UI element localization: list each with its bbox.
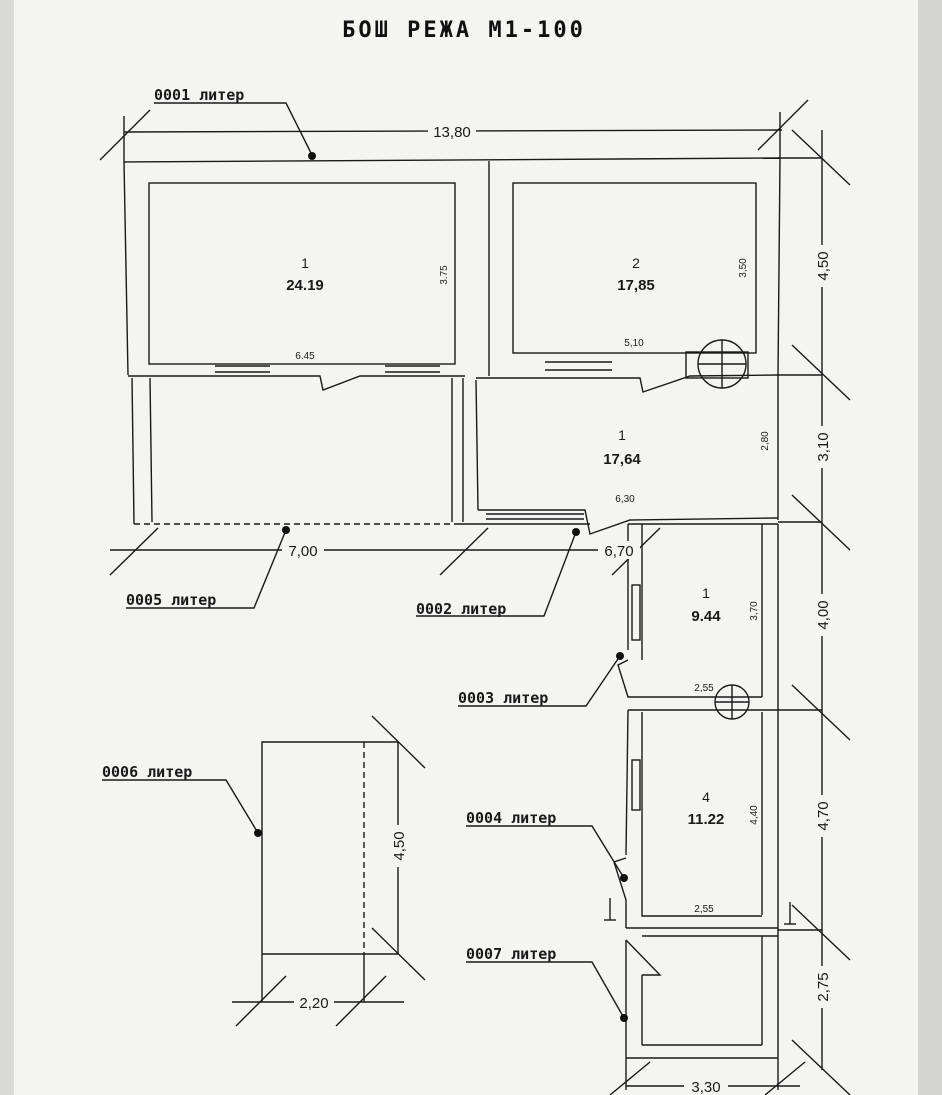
dim-mid-width: 6,70: [604, 543, 633, 560]
stove-icon: [714, 684, 750, 720]
dim-shed-height: 4,50: [391, 831, 408, 860]
room-area: 9.44: [691, 608, 721, 625]
drawing-title: БОШ РЕЖА М1-100: [342, 18, 586, 43]
room-depth: 3.75: [439, 265, 450, 285]
dim-right-4: 4,70: [815, 801, 832, 830]
marker-0003-label: 0003 литер: [458, 689, 548, 707]
room-depth: 4,40: [749, 805, 760, 825]
building-0003-walls: [617, 523, 779, 711]
room-depth: 3,50: [738, 258, 749, 278]
building-0002-walls: [460, 375, 779, 535]
dimension-labels: 13,80 7,00 6,70 4,50 2,20 4,50 3,10 4,00…: [282, 122, 832, 1095]
marker-dots: [254, 152, 628, 1022]
marker-0004-label: 0004 литер: [466, 809, 556, 827]
building-0004-walls: [613, 709, 779, 929]
building-0007-walls: [625, 928, 779, 1059]
room-number: 4: [702, 789, 710, 805]
room-number: 1: [618, 427, 626, 443]
room-area: 11.22: [688, 811, 725, 828]
room-width: 6.45: [295, 351, 315, 362]
binder-spine: [918, 0, 942, 1095]
marker-0005-label: 0005 литер: [126, 591, 216, 609]
dim-shed-width: 2,20: [299, 995, 328, 1012]
page-edge: [0, 0, 16, 1095]
shed-0006: [261, 741, 365, 955]
building-0001-walls: [123, 157, 781, 393]
leader-lines: [102, 102, 625, 1019]
dim-top-total: 13,80: [433, 124, 471, 141]
room-width: 6,30: [615, 494, 635, 505]
dim-right-2: 3,10: [815, 432, 832, 461]
stove-icon: [697, 339, 747, 389]
marker-0002-label: 0002 литер: [416, 600, 506, 618]
marker-0001-label: 0001 литер: [154, 86, 244, 104]
room-width: 2,55: [694, 904, 714, 915]
room-area: 24.19: [286, 277, 324, 294]
room-depth: 2,80: [760, 431, 771, 451]
room-area: 17,64: [603, 451, 641, 468]
dim-right-5: 2,75: [815, 972, 832, 1001]
dim-bottom-width: 3,30: [691, 1079, 720, 1095]
room-width: 5,10: [624, 338, 644, 349]
marker-0007-label: 0007 литер: [466, 945, 556, 963]
dim-porch-width: 7,00: [288, 543, 317, 560]
room-width: 2,55: [694, 683, 714, 694]
marker-0006-label: 0006 литер: [102, 763, 192, 781]
room-number: 1: [702, 585, 710, 601]
dim-right-1: 4,50: [815, 251, 832, 280]
room-area: 17,85: [617, 277, 655, 294]
room-number: 2: [632, 255, 640, 271]
room-number: 1: [301, 255, 309, 271]
dim-right-3: 4,00: [815, 600, 832, 629]
room-depth: 3,70: [749, 601, 760, 621]
porch-0005: [131, 377, 464, 525]
